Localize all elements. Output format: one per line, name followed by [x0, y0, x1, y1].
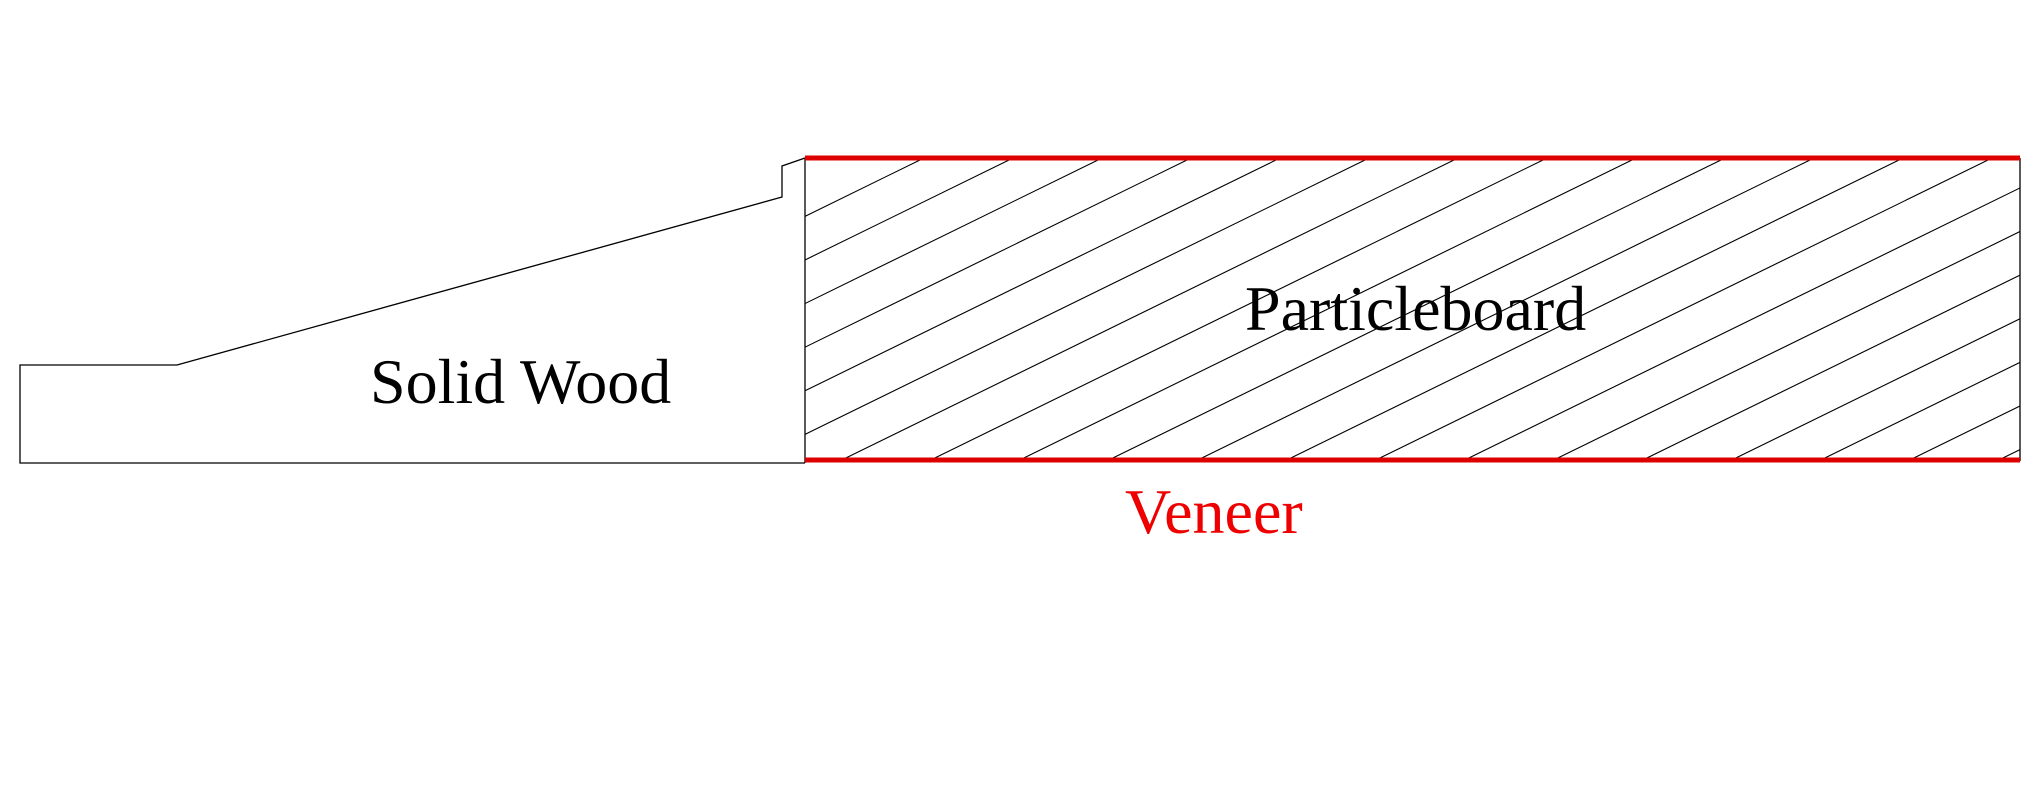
hatch-line — [1642, 274, 2020, 460]
hatch-line — [1019, 160, 1633, 460]
particleboard-label: Particleboard — [1245, 273, 1586, 344]
hatch-line — [1909, 405, 2020, 460]
particleboard-hatch — [805, 160, 2020, 460]
hatch-line — [841, 160, 1455, 460]
solid-wood-label: Solid Wood — [370, 346, 671, 417]
particleboard-core — [804, 158, 2021, 463]
hatch-line — [1375, 160, 1989, 460]
hatch-line — [1464, 187, 2020, 460]
hatch-line — [805, 160, 1277, 392]
hatch-line — [1286, 160, 1900, 460]
hatch-line — [1820, 361, 2020, 460]
hatch-line — [930, 160, 1544, 460]
hatch-line — [1731, 318, 2020, 460]
hatch-line — [805, 160, 1188, 348]
hatch-line — [805, 160, 1099, 305]
hatch-line — [1998, 448, 2020, 460]
hatch-line — [1197, 160, 1811, 460]
hatch-line — [805, 160, 1010, 261]
hatch-line — [1553, 230, 2020, 460]
veneer-label: Veneer — [1125, 476, 1303, 547]
solid-wood-profile — [19, 157, 806, 464]
hatch-line — [805, 160, 1366, 436]
hatch-line — [1108, 160, 1722, 460]
hatch-line — [805, 160, 921, 217]
